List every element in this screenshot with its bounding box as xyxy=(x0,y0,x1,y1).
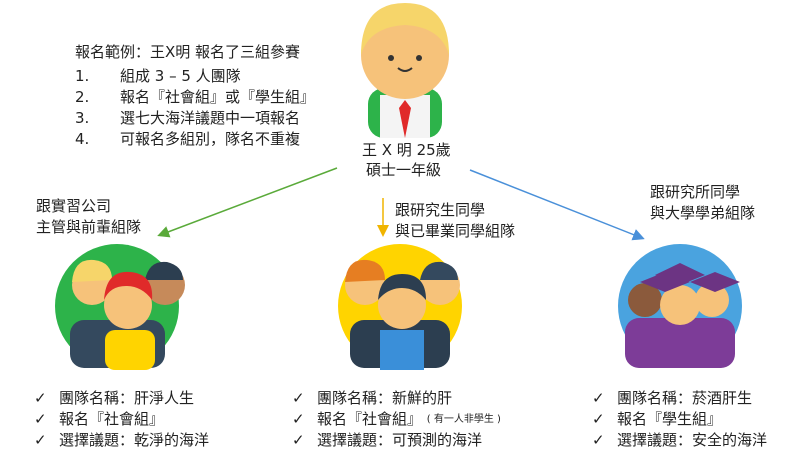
text: 2. xyxy=(75,88,90,106)
text: 4. xyxy=(75,130,90,148)
check-icon: ✓ xyxy=(592,410,605,428)
check-icon: ✓ xyxy=(292,431,305,449)
check-icon: ✓ xyxy=(592,389,605,407)
text: 團隊名稱：菸酒肝生 xyxy=(617,389,753,407)
intro-title: 報名範例：王X明 報名了三組參賽 xyxy=(75,43,301,61)
text: 組成 3 – 5 人團隊 xyxy=(120,67,241,85)
note: ( 有一人非學生 ) xyxy=(426,414,501,425)
rule-item: 2. 報名『社會組』或『學生組』 xyxy=(75,87,315,108)
text: 1. xyxy=(75,67,90,85)
text: 3. xyxy=(75,109,90,127)
text: 跟研究生同學 xyxy=(395,201,486,219)
text: 選擇議題：安全的海洋 xyxy=(617,431,768,449)
group-avatar-1 xyxy=(55,244,185,370)
check-icon: ✓ xyxy=(292,410,305,428)
text: 可報名多組別，隊名不重複 xyxy=(120,130,301,148)
check-icon: ✓ xyxy=(292,389,305,407)
text: 選擇議題：可預測的海洋 xyxy=(317,431,483,449)
text: 與大學學弟組隊 xyxy=(650,204,756,222)
check-icon: ✓ xyxy=(34,389,47,407)
person-grade: 碩士一年級 xyxy=(366,161,442,179)
text: 報名『社會組』或『學生組』 xyxy=(120,88,316,106)
branch-2-label: 跟研究生同學與已畢業同學組隊 xyxy=(395,200,515,242)
text: 主管與前輩組隊 xyxy=(36,218,142,236)
group-avatar-3 xyxy=(618,244,742,368)
text: 跟研究所同學 xyxy=(650,183,741,201)
text: 團隊名稱：新鮮的肝 xyxy=(317,389,453,407)
text: 團隊名稱：肝淨人生 xyxy=(59,389,195,407)
group-avatar-2 xyxy=(338,244,462,370)
branch-1-bullets: ✓ 團隊名稱：肝淨人生 ✓ 報名『社會組』 ✓ 選擇議題：乾淨的海洋 xyxy=(34,388,209,451)
text: 與已畢業同學組隊 xyxy=(395,222,516,240)
branch-3-label: 跟研究所同學與大學學弟組隊 xyxy=(650,182,755,224)
rules-list: 1. 組成 3 – 5 人團隊 2. 報名『社會組』或『學生組』 3. 選七大海洋議題… xyxy=(75,66,315,150)
rule-item: 1. 組成 3 – 5 人團隊 xyxy=(75,66,315,87)
branch-3-bullets: ✓ 團隊名稱：菸酒肝生 ✓ 報名『學生組』 ✓ 選擇議題：安全的海洋 xyxy=(592,388,767,451)
branch-1-label: 跟實習公司主管與前輩組隊 xyxy=(36,196,141,238)
check-icon: ✓ xyxy=(592,431,605,449)
text: 報名『社會組』 xyxy=(317,410,423,428)
check-icon: ✓ xyxy=(34,431,47,449)
branch-2-bullets: ✓ 團隊名稱：新鮮的肝 ✓ 報名『社會組』 ( 有一人非學生 ) ✓ 選擇議題：可預測… xyxy=(292,388,501,451)
text: 報名『社會組』 xyxy=(59,410,165,428)
person-name: 王 X 明 25歲 xyxy=(362,141,451,159)
rule-item: 3. 選七大海洋議題中一項報名 xyxy=(75,108,315,129)
check-icon: ✓ xyxy=(34,410,47,428)
text: 報名『學生組』 xyxy=(617,410,723,428)
text: 選擇議題：乾淨的海洋 xyxy=(59,431,210,449)
text: 選七大海洋議題中一項報名 xyxy=(120,109,301,127)
person-avatar xyxy=(361,3,449,138)
rule-item: 4. 可報名多組別，隊名不重複 xyxy=(75,129,315,150)
text: 跟實習公司 xyxy=(36,197,112,215)
